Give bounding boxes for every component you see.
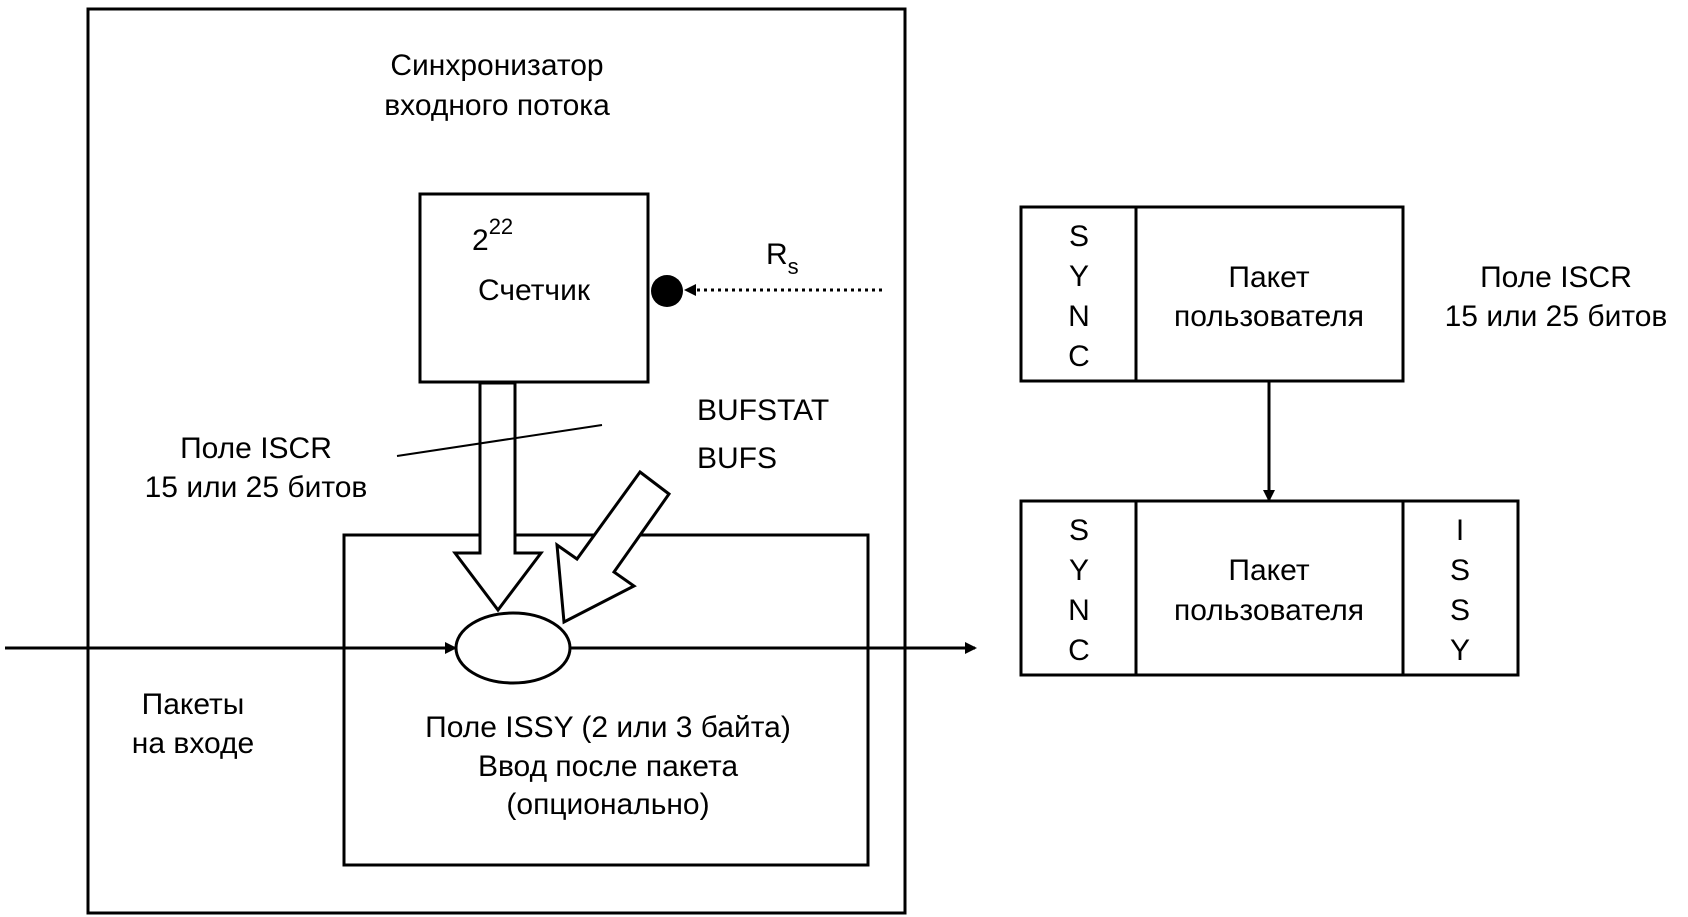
bottom-sync-letter: N (1068, 594, 1090, 627)
counter-box (418, 192, 650, 384)
iscr-right-line2: 15 или 25 битов (1445, 300, 1668, 333)
issy-box-line3: (опционально) (506, 788, 709, 821)
top-sync-letter: C (1068, 340, 1090, 373)
clock-input-dot (651, 275, 683, 307)
bottom-issy-letter: Y (1450, 634, 1470, 667)
bottom-payload-line1: Пакет (1228, 554, 1309, 587)
top-sync-letter: N (1068, 300, 1090, 333)
issy-insertion-node (454, 611, 572, 685)
iscr-left-line1: Поле ISCR (180, 432, 332, 465)
bottom-issy-letter: S (1450, 594, 1470, 627)
clock-symbol: R (766, 238, 788, 271)
bufs-label: BUFS (697, 442, 777, 475)
synchronizer-title-line2: входного потока (384, 89, 610, 122)
clock-label: Rs (766, 238, 799, 279)
bottom-sync-letter: Y (1069, 554, 1089, 587)
counter-label: Счетчик (478, 274, 591, 307)
top-sync-letter: S (1069, 220, 1089, 253)
clock-subscript: s (788, 254, 799, 279)
iscr-right-line1: Поле ISCR (1480, 261, 1632, 294)
bottom-packet-issy-cell (1401, 499, 1520, 677)
bufstat-hollow-arrow (555, 469, 672, 625)
counter-size: 222 (472, 214, 513, 257)
bottom-packet-payload-cell (1134, 499, 1405, 677)
synchronizer-box (86, 7, 907, 915)
top-payload-line1: Пакет (1228, 261, 1309, 294)
iscr-hollow-arrow (451, 381, 545, 613)
counter-exponent: 22 (489, 214, 513, 239)
input-packets-line2: на входе (132, 727, 254, 760)
bottom-sync-letter: C (1068, 634, 1090, 667)
iscr-left-line2: 15 или 25 битов (145, 471, 368, 504)
bottom-issy-letter: I (1456, 514, 1464, 547)
counter-base: 2 (472, 224, 489, 257)
synchronizer-title-line1: Синхронизатор (390, 49, 603, 82)
bottom-payload-line2: пользователя (1174, 594, 1364, 627)
bottom-sync-letter: S (1069, 514, 1089, 547)
iscr-pointer-line (396, 424, 603, 457)
top-payload-line2: пользователя (1174, 300, 1364, 333)
issy-box-line1: Поле ISSY (2 или 3 байта) (425, 711, 791, 744)
bottom-issy-letter: S (1450, 554, 1470, 587)
top-packet-payload-cell (1134, 205, 1405, 383)
bufstat-label: BUFSTAT (697, 394, 829, 427)
issy-box-line2: Ввод после пакета (478, 750, 738, 783)
input-packets-line1: Пакеты (142, 688, 245, 721)
top-sync-letter: Y (1069, 260, 1089, 293)
